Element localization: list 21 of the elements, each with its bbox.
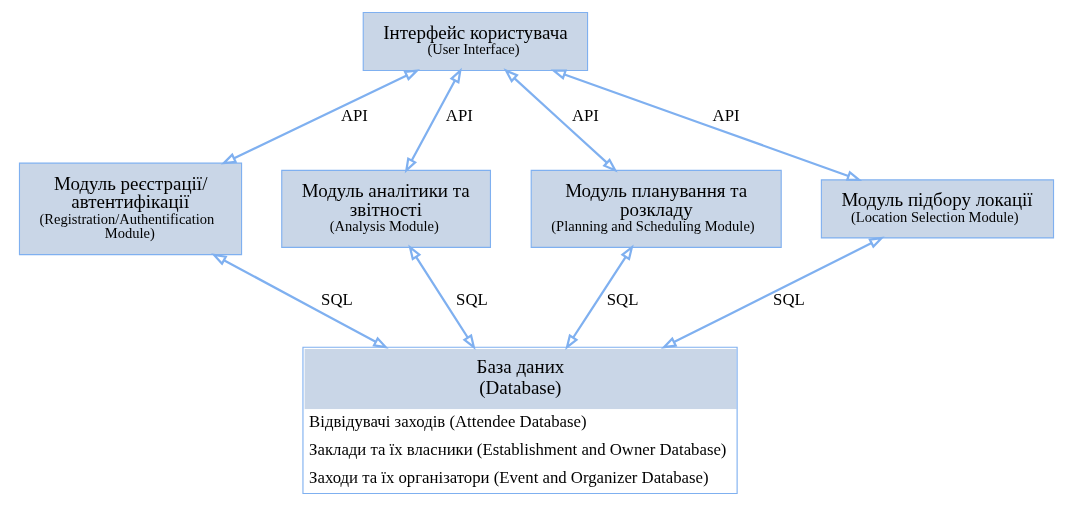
edge-label: API bbox=[571, 105, 599, 125]
arrow bbox=[220, 69, 420, 165]
arrow bbox=[565, 244, 634, 350]
edge-label: API bbox=[445, 105, 473, 125]
node-box: Модуль підбору локації (Location Selection Module) bbox=[820, 179, 1055, 239]
edge-label: SQL bbox=[321, 289, 353, 309]
edge-label: API bbox=[340, 105, 368, 125]
arrow bbox=[503, 68, 618, 173]
node-box: Модуль реєстрації/ автентифікації (Registration/Authentification Module) bbox=[18, 162, 243, 256]
arrow bbox=[404, 67, 462, 174]
edge-label: SQL bbox=[456, 289, 488, 309]
arrow bbox=[550, 69, 863, 181]
node-box: Інтерфейс користувача (User Interface) bbox=[362, 11, 589, 72]
node-box: Модуль планування та розкладу (Planning and Scheduling Module) bbox=[530, 169, 782, 248]
node-box: Модуль аналітики та звітності (Analysis Module) bbox=[281, 169, 491, 248]
arrow bbox=[211, 253, 389, 349]
edge-label: SQL bbox=[773, 289, 805, 309]
arrow bbox=[408, 244, 476, 350]
edge-label: API bbox=[712, 105, 740, 125]
arrow bbox=[660, 236, 885, 349]
edge-label: SQL bbox=[606, 289, 638, 309]
